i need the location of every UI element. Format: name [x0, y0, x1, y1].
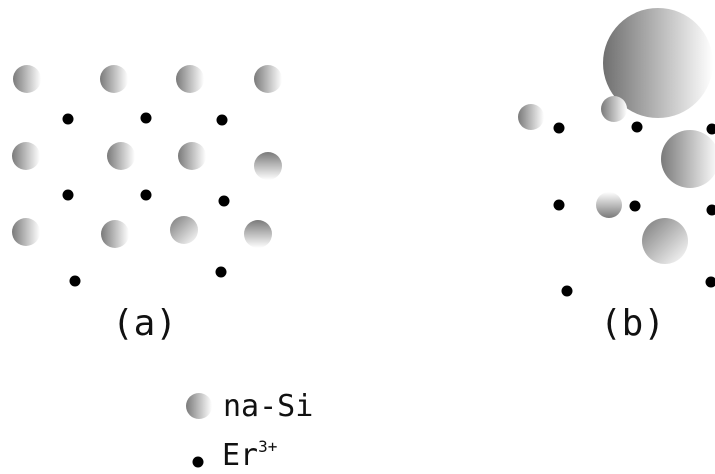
legend-nasi-icon	[186, 393, 212, 419]
panel-b-cluster	[518, 8, 715, 297]
nasi-particle	[101, 220, 129, 248]
nasi-particle	[601, 96, 627, 122]
legend	[186, 393, 212, 468]
er-symbol: Er	[222, 438, 258, 473]
er-charge: 3+	[258, 437, 277, 456]
nasi-particle	[176, 65, 204, 93]
er-ion	[219, 196, 230, 207]
nasi-particle	[596, 192, 622, 218]
nasi-particle	[170, 216, 198, 244]
panel-a-label: (a)	[112, 303, 177, 344]
er-ion	[141, 113, 152, 124]
er-ion	[554, 123, 565, 134]
nasi-particle	[178, 142, 206, 170]
er-ion	[554, 200, 565, 211]
nasi-particle	[254, 65, 282, 93]
panel-b-label: (b)	[600, 303, 665, 344]
legend-er-icon	[193, 457, 204, 468]
er-ion	[707, 124, 715, 135]
er-ion	[63, 190, 74, 201]
nasi-particle	[12, 142, 40, 170]
er-ion	[707, 205, 715, 216]
legend-nasi-label: na-Si	[223, 389, 313, 424]
er-ion	[70, 276, 81, 287]
nasi-particle	[244, 220, 272, 248]
er-ion	[706, 277, 715, 288]
er-ion	[562, 286, 573, 297]
nasi-particle	[12, 218, 40, 246]
er-ion	[632, 122, 643, 133]
nasi-particle	[518, 104, 544, 130]
nasi-particle	[100, 65, 128, 93]
er-ion	[141, 190, 152, 201]
er-ion	[63, 114, 74, 125]
er-ion	[216, 267, 227, 278]
nasi-particle	[13, 65, 41, 93]
panel-a-lattice	[12, 65, 282, 287]
legend-er-label: Er3+	[222, 438, 277, 473]
nasi-large-particle	[661, 130, 715, 188]
nasi-large-particle	[642, 218, 688, 264]
er-ion	[630, 201, 641, 212]
nasi-particle	[107, 142, 135, 170]
er-ion	[217, 115, 228, 126]
nasi-particle	[254, 152, 282, 180]
